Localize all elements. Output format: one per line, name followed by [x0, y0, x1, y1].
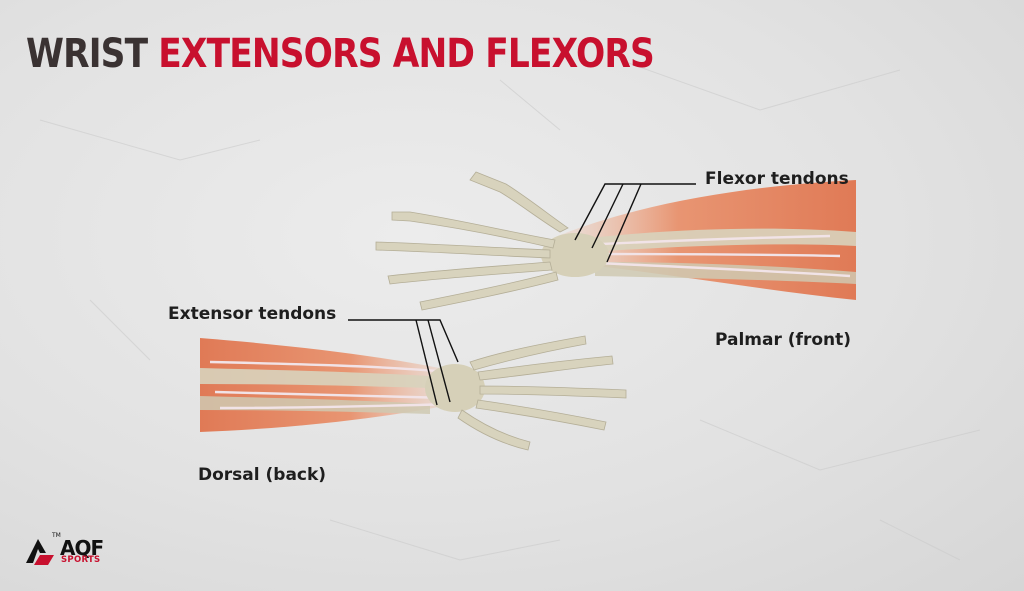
logo-mark-icon [26, 539, 54, 565]
palmar-forearm [375, 171, 856, 311]
dorsal-carpal-bones [425, 364, 485, 412]
dorsal-back-label: Dorsal (back) [198, 465, 327, 485]
palmar-front-label: Palmar (front) [715, 330, 852, 350]
dorsal-ulna-bone [200, 396, 430, 414]
logo-subtitle: SPORTS [61, 555, 101, 565]
page-title: WRIST EXTENSORS AND FLEXORS [26, 30, 655, 78]
dorsal-radius-bone [200, 368, 430, 388]
logo-trademark: TM [52, 532, 61, 539]
dorsal-hand-bones [457, 335, 627, 451]
extensor-tendons-label: Extensor tendons [168, 304, 337, 324]
palmar-ulna-bone [595, 262, 856, 284]
dorsal-forearm [200, 335, 627, 451]
logo-name: AQF [60, 536, 104, 560]
flexor-tendons-label: Flexor tendons [705, 169, 849, 189]
palmar-carpal-bones [541, 233, 609, 277]
palmar-hand-bones [375, 171, 569, 311]
flexor-leader-lines [574, 183, 696, 263]
title-dark-part: WRIST [26, 31, 159, 77]
palmar-radius-bone [590, 228, 856, 252]
dorsal-extensor-tendons [209, 360, 456, 410]
extensor-leader-lines [348, 319, 459, 406]
aqf-sports-logo: TM AQF SPORTS [24, 532, 144, 571]
title-red-part: EXTENSORS AND FLEXORS [158, 31, 655, 77]
